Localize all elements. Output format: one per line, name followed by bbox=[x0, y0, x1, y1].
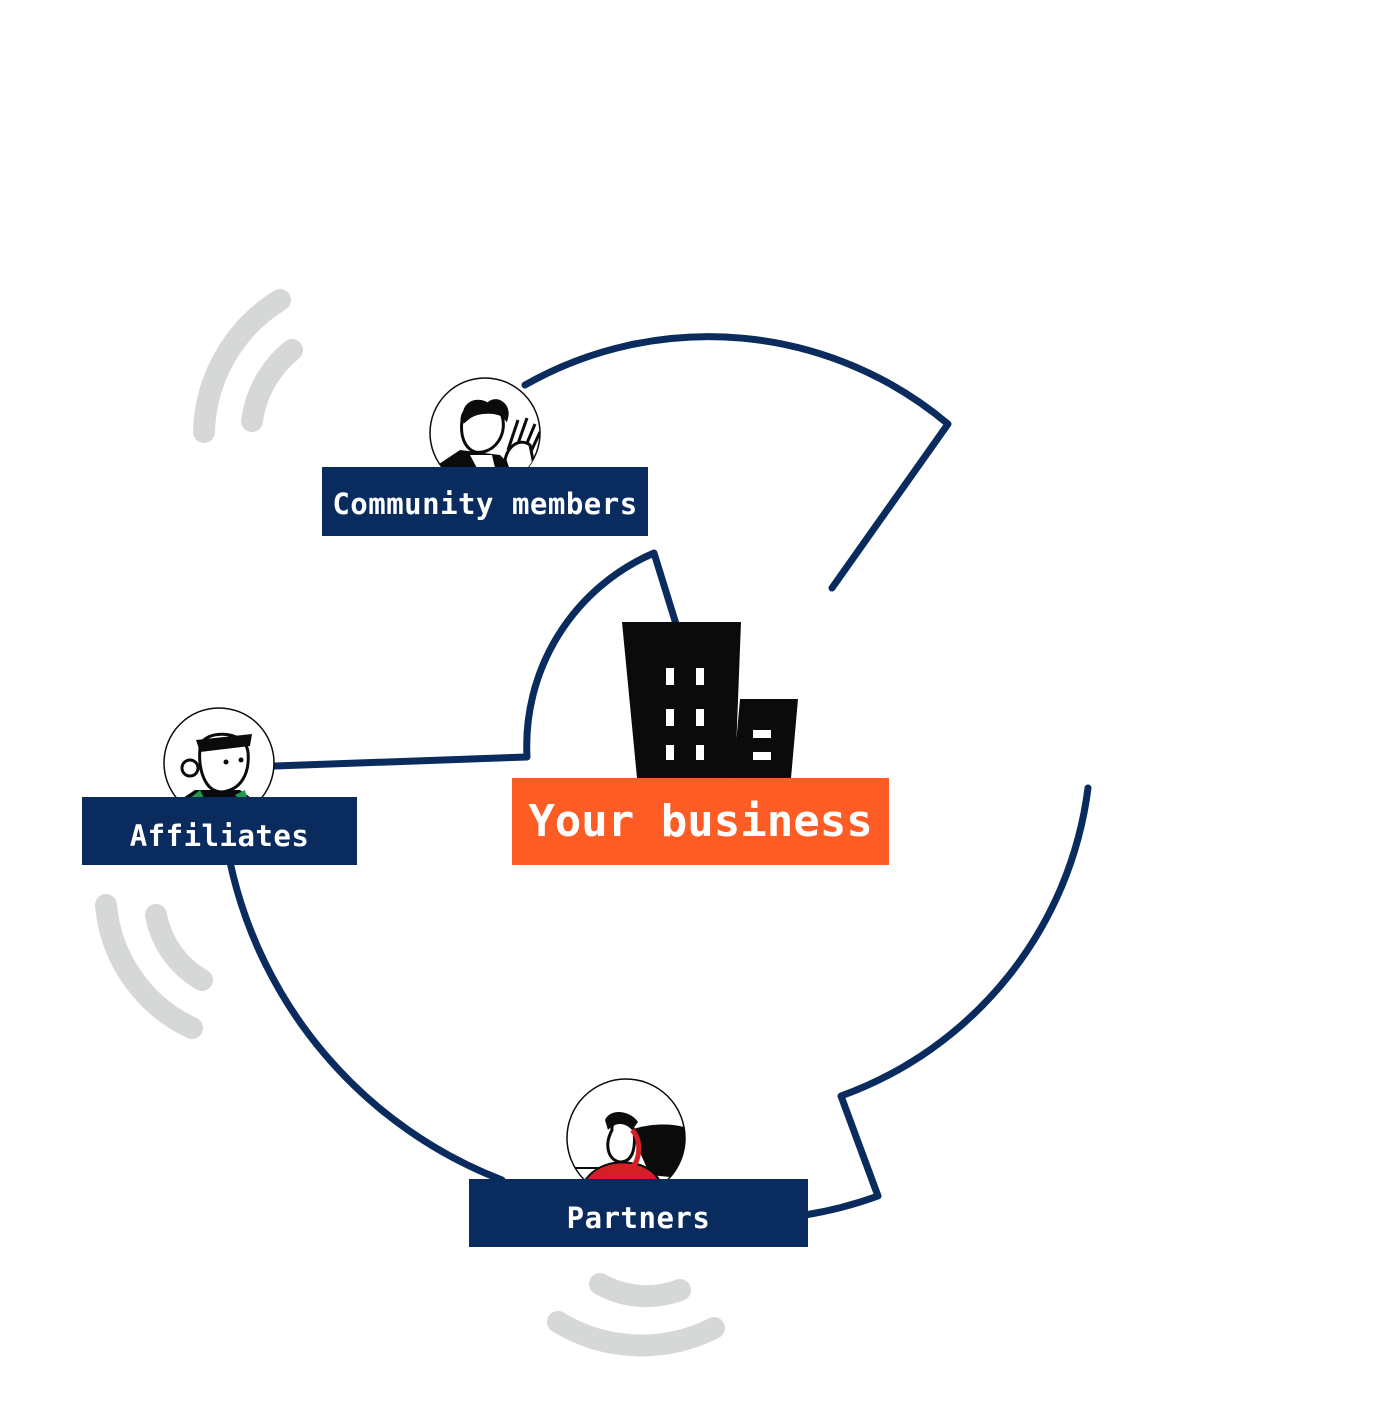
your-business-label: Your business bbox=[512, 778, 889, 865]
signal-arc-left-outer bbox=[95, 894, 203, 1039]
connector-lines bbox=[226, 333, 1092, 1219]
partners-label: Partners bbox=[469, 1179, 808, 1247]
building-windows bbox=[666, 668, 771, 760]
signal-arc-bottom-inner bbox=[589, 1273, 691, 1308]
office-buildings-icon bbox=[622, 622, 798, 778]
inner-connector bbox=[271, 549, 680, 770]
tall-building bbox=[622, 622, 741, 778]
signal-arc-top-left-outer bbox=[193, 289, 291, 443]
community-members-label: Community members bbox=[322, 467, 648, 536]
outer-ring-top bbox=[521, 333, 952, 592]
outer-ring-bottom-right bbox=[801, 784, 1092, 1219]
signal-arc-top-left-inner bbox=[241, 339, 303, 432]
signal-arc-bottom-outer bbox=[547, 1311, 725, 1357]
affiliates-label: Affiliates bbox=[82, 797, 357, 865]
signal-arc-left-inner bbox=[145, 904, 213, 991]
outer-ring-left bbox=[226, 858, 506, 1184]
signal-arcs bbox=[95, 289, 725, 1357]
short-building bbox=[733, 699, 798, 778]
